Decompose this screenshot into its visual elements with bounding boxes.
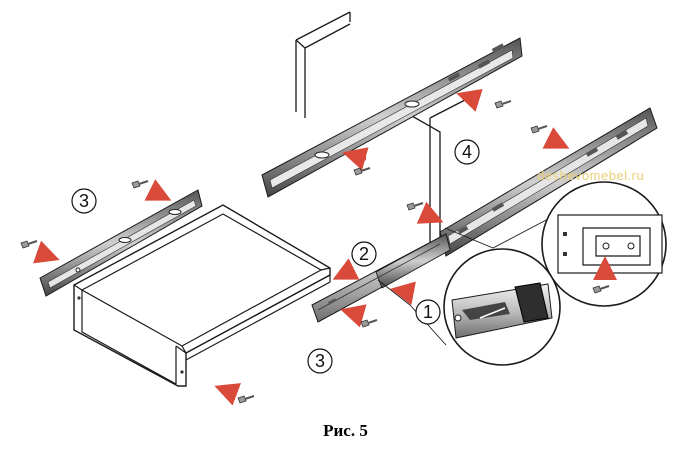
drawer-box [73, 204, 331, 387]
red-arrow-icon [390, 281, 416, 306]
telescopic-rail-extended [311, 233, 451, 323]
red-arrow-icon [542, 127, 570, 149]
cabinet-rail-lower [439, 107, 658, 257]
red-arrow-icon [214, 383, 242, 406]
assembly-arrows [33, 88, 570, 406]
screw-icon [360, 319, 378, 328]
detail-callout-bracket [541, 181, 667, 307]
red-arrow-icon [33, 240, 60, 264]
figure-caption: Рис. 5 [323, 421, 368, 440]
screw-icon [20, 240, 38, 249]
screw-icon [353, 167, 371, 176]
red-arrow-icon [456, 88, 483, 112]
screw-icon [530, 125, 548, 134]
screw-icon [131, 180, 149, 189]
detail-callout-clip [443, 248, 561, 366]
drawer-rail-left [39, 189, 203, 297]
step-label: 2 [359, 244, 369, 264]
red-arrow-icon [416, 201, 444, 224]
step-label: 1 [423, 302, 433, 322]
cabinet-rail-upper [261, 37, 523, 198]
red-arrow-icon [332, 258, 360, 280]
red-arrow-icon [342, 147, 369, 171]
red-arrow-icon [340, 304, 367, 328]
red-arrow-icon [144, 179, 172, 201]
step-label: 3 [315, 351, 325, 371]
step-label: 3 [79, 191, 89, 211]
step-label: 4 [462, 142, 472, 162]
screw-icon [237, 395, 255, 404]
screw-icon [494, 100, 512, 109]
step-labels: 3 2 1 3 4 [71, 139, 480, 374]
watermark-text: deshevomebel.ru [537, 168, 645, 183]
screw-icon [406, 202, 424, 211]
